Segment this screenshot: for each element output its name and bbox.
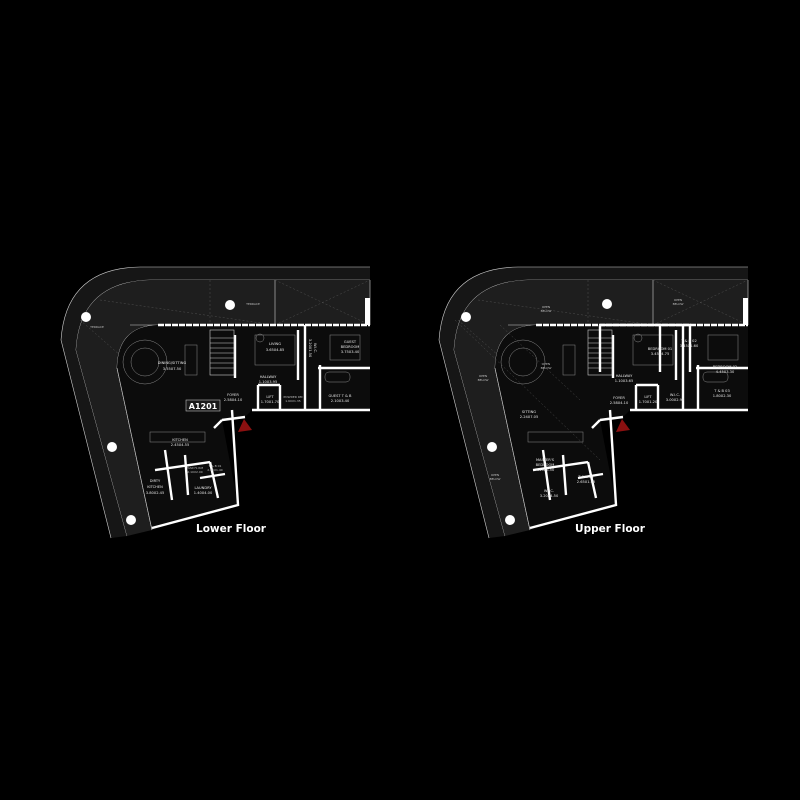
terrace-label: TERRACE	[245, 302, 260, 306]
room-size: 2.00X1.40	[207, 468, 223, 472]
room-name: DIRTY	[150, 479, 161, 483]
floor-title: Upper Floor	[575, 523, 646, 535]
room-size: 2.65X1.95	[577, 480, 595, 484]
room-size: 3.75X3.40	[341, 350, 360, 354]
open-below-label: BELOW	[541, 366, 552, 370]
room-name: MAID'S RM	[187, 466, 204, 470]
open-below-label: OPEN	[491, 473, 499, 477]
unit-tag	[185, 399, 221, 412]
floor-title: Lower Floor	[196, 523, 267, 535]
column	[81, 312, 91, 322]
room-name: BEDROOM 02	[713, 365, 737, 369]
column	[505, 515, 515, 525]
room-name: KITCHEN	[172, 438, 188, 442]
room-name: T & B 01	[577, 475, 593, 479]
room-name: MASTER'S	[536, 458, 555, 462]
room-size: 3.45X1.60	[680, 344, 699, 348]
unit-tag-label: A1201	[189, 402, 218, 411]
room-size: 3.45X4.75	[651, 352, 669, 356]
column	[602, 299, 612, 309]
room-size: 3.55X7.50	[163, 367, 182, 371]
room-size: 1.60X1.35	[285, 399, 301, 403]
room-size: 3.80X2.45	[146, 491, 164, 495]
open-below-label: BELOW	[490, 477, 501, 481]
room-name: W.I.C.	[313, 343, 317, 353]
column	[107, 442, 117, 452]
room-name: FOYER	[613, 396, 625, 400]
room-name: LIFT	[644, 395, 652, 399]
room-name: HALLWAY	[616, 374, 633, 378]
room-size: 2.58X4.10	[610, 401, 629, 405]
room-name: SITTING	[522, 410, 536, 414]
room-name: W.I.C.	[670, 393, 680, 397]
room-name: HALLWAY	[260, 375, 277, 379]
open-below-label: BELOW	[478, 378, 489, 382]
room-name: FOYER	[227, 393, 239, 397]
open-below-label: OPEN	[479, 374, 487, 378]
room-size: 3.20X4.50	[540, 494, 559, 498]
room-size: 2.58X4.10	[224, 398, 243, 402]
room-size: 2.10X2.00	[187, 470, 203, 474]
room-size: 4.10X6.50	[536, 468, 555, 472]
room-size: 2.10X3.40	[331, 399, 350, 403]
column	[487, 442, 497, 452]
room-size: 2.45X4.55	[171, 443, 189, 447]
open-below-label: BELOW	[541, 309, 552, 313]
room-size: 1.10X3.95	[259, 380, 277, 384]
entry-marker-icon	[238, 419, 252, 432]
room-size: 3.00X2.90	[666, 398, 685, 402]
terrace-label: TERRACE	[89, 325, 104, 329]
room-name: LIVING	[269, 342, 281, 346]
room-name: KITCHEN	[147, 485, 163, 489]
room-name: BEDROOM	[536, 463, 555, 467]
upper-floor-plan: OPEN BELOW OPEN BELOW OPEN BELOW OPEN BE…	[437, 265, 750, 540]
room-name: BEDROOM	[341, 345, 360, 349]
room-name: GUEST T & B	[328, 394, 352, 398]
room-size: 1.70X1.20	[639, 400, 658, 404]
room-name: W.I.C.	[544, 489, 554, 493]
room-name: LIFT	[266, 395, 274, 399]
room-name: T & B 02	[680, 339, 696, 343]
room-size: 4.45X3.30	[716, 370, 735, 374]
open-below-label: BELOW	[673, 302, 684, 306]
room-size: 3.65X4.85	[266, 348, 284, 352]
column	[461, 312, 471, 322]
open-below-label: OPEN	[542, 362, 550, 366]
room-name: GUEST	[344, 340, 357, 344]
open-below-label: OPEN	[674, 298, 682, 302]
room-size: 1.70X1.70	[261, 400, 280, 404]
room-size: 1.40X4.00	[194, 491, 213, 495]
open-below-label: OPEN	[542, 305, 550, 309]
room-name: BEDROOM 01	[648, 347, 672, 351]
room-name: T & B 03	[713, 389, 729, 393]
room-size: 1.10X3.65	[615, 379, 633, 383]
room-size: 1.80X2.30	[713, 394, 732, 398]
room-name: DINING/SITTING	[158, 361, 187, 365]
room-name: T & B 01	[208, 464, 222, 468]
column	[225, 300, 235, 310]
entry-marker-icon	[616, 419, 630, 432]
lower-floor-plan: TERRACE TERRACE DINING/SITTING 3.55X7.50…	[59, 265, 372, 540]
room-size: 2.24X7.05	[520, 415, 538, 419]
column	[126, 515, 136, 525]
room-name: POWDER RM	[283, 395, 302, 399]
room-name: LAUNDRY	[194, 486, 212, 490]
room-size: 3.20X1.50	[308, 339, 312, 358]
